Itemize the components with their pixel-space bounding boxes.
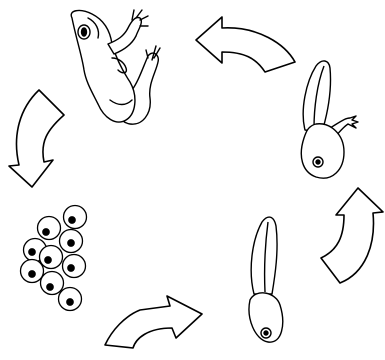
froglet-illustration [301,61,358,178]
frogspawn-egg [40,246,63,269]
adult-frog-illustration [71,10,160,124]
frogspawn-egg [41,272,64,295]
frogspawn-egg [21,260,44,283]
arrow-frog-to-frogspawn [9,90,64,187]
arrow-froglet-to-frog [196,17,295,72]
frogspawn-egg [59,288,82,311]
froglet-body [301,124,344,178]
arrow-tadpole-to-froglet [321,188,383,283]
frogspawn-egg [63,255,86,278]
frogspawn-egg [60,230,83,253]
frogspawn-egg [64,206,87,229]
frog-front-leg [108,17,141,54]
arrow-frogspawn-to-tadpole [105,296,202,348]
frogspawn-illustration [21,206,87,311]
tadpole-illustration [249,217,283,342]
frogspawn-egg [38,217,61,240]
